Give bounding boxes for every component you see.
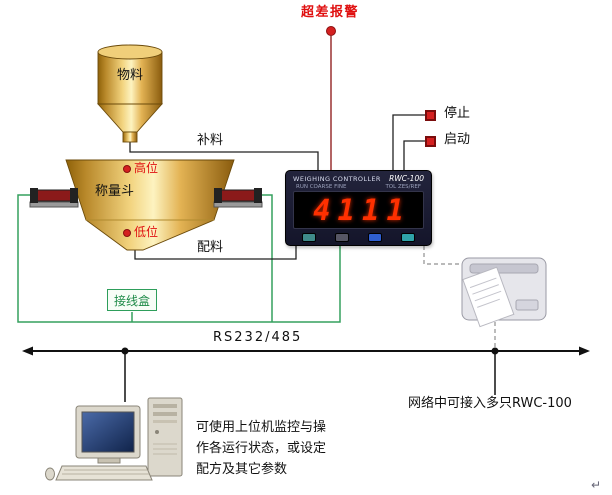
computer (45, 397, 183, 481)
control-lines (129, 114, 425, 260)
stop-button[interactable] (425, 110, 436, 121)
start-line (403, 140, 425, 170)
feed-line (129, 142, 319, 170)
sensor-wiring (17, 194, 341, 323)
material-label: 物料 (117, 68, 144, 83)
controller-key-1[interactable] (302, 233, 316, 242)
controller-key-3[interactable] (368, 233, 382, 242)
material-hopper (96, 44, 164, 143)
pc-note-line-2: 作各运行状态，或设定 (196, 441, 327, 456)
return-mark: ↵ (591, 478, 602, 492)
controller-indicators-right: TOL ZES/REF (385, 184, 421, 190)
stop-label: 停止 (444, 106, 471, 121)
controller-panel: WEIGHING CONTROLLER RWC-100 RUN COARSE F… (285, 170, 432, 246)
high-level-dot (123, 165, 131, 173)
wire-left-loadcell (17, 194, 341, 323)
discharge-label: 配料 (197, 240, 224, 255)
controller-key-2[interactable] (335, 233, 349, 242)
junction-box: 接线盒 (107, 289, 157, 311)
printer-links (423, 246, 496, 347)
load-cell-right (213, 188, 263, 208)
controller-display: 4111 (293, 191, 424, 229)
controller-model: RWC-100 (389, 174, 424, 183)
pc-note: 可使用上位机监控与操 作各运行状态，或设定 配方及其它参数 (196, 420, 327, 484)
alarm-dot (326, 26, 336, 36)
printer (461, 257, 547, 328)
start-label: 启动 (444, 132, 471, 147)
weigh-hopper-label: 称量斗 (95, 184, 135, 199)
bus-arrow-right (579, 346, 590, 356)
alarm-label: 超差报警 (301, 5, 360, 20)
discharge-line (134, 246, 297, 260)
high-level-label: 高位 (134, 161, 159, 175)
weigh-hopper (65, 159, 235, 251)
bus-label: RS232/485 (213, 330, 303, 345)
bus-arrow-left (22, 346, 33, 356)
junction-box-label: 接线盒 (113, 293, 150, 308)
display-digits: 4111 (313, 193, 411, 227)
controller-indicators-left: RUN COARSE FINE (296, 184, 347, 190)
pc-note-line-1: 可使用上位机监控与操 (196, 420, 327, 435)
load-cell-left (29, 188, 79, 208)
feed-label: 补料 (197, 133, 224, 148)
low-level-dot (123, 229, 131, 237)
wire-right-loadcell (258, 194, 273, 322)
start-button[interactable] (425, 136, 436, 147)
network-note: 网络中可接入多只RWC-100 (408, 396, 572, 411)
stop-line (392, 114, 425, 170)
pc-note-line-3: 配方及其它参数 (196, 462, 288, 477)
controller-brand: WEIGHING CONTROLLER (293, 175, 381, 183)
bus (22, 346, 590, 402)
controller-printer-dashed (423, 246, 460, 265)
controller-key-4[interactable] (401, 233, 415, 242)
low-level-label: 低位 (134, 225, 159, 239)
